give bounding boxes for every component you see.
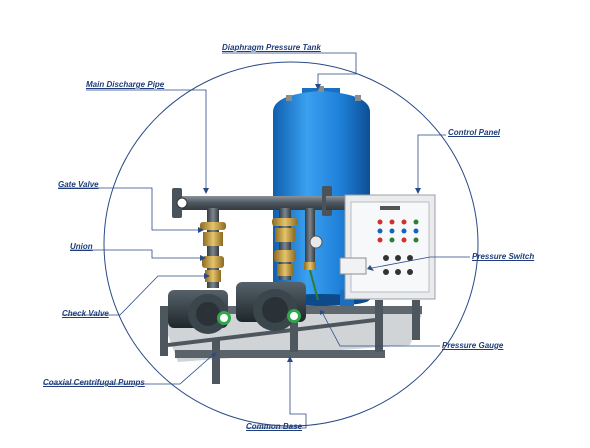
label-check-valve: Check Valve — [62, 309, 109, 318]
control-panel — [339, 194, 436, 300]
leader-arrowheads — [198, 84, 421, 362]
main-discharge-pipe — [172, 186, 346, 218]
tank-connection — [304, 208, 323, 301]
pipe-riser-left — [200, 208, 226, 288]
pump-left — [168, 290, 231, 334]
label-pressure-gauge: Pressure Gauge — [442, 341, 504, 350]
leader-lines — [43, 52, 470, 429]
label-pressure-switch: Pressure Switch — [472, 252, 535, 261]
label-gate-valve: Gate Valve — [58, 180, 99, 189]
label-union: Union — [70, 242, 93, 251]
booster-equipment — [160, 86, 436, 384]
label-diaphragm-pressure-tank: Diaphragm Pressure Tank — [222, 43, 321, 52]
label-common-base: Common Base — [246, 422, 303, 431]
pipe-riser-right — [272, 208, 298, 280]
label-main-discharge-pipe: Main Discharge Pipe — [86, 80, 165, 89]
pump-right — [236, 282, 306, 331]
label-coaxial-centrifugal-pumps: Coaxial Centrifugal Pumps — [43, 378, 145, 387]
outline-circle — [103, 61, 479, 427]
label-control-panel: Control Panel — [448, 128, 501, 137]
